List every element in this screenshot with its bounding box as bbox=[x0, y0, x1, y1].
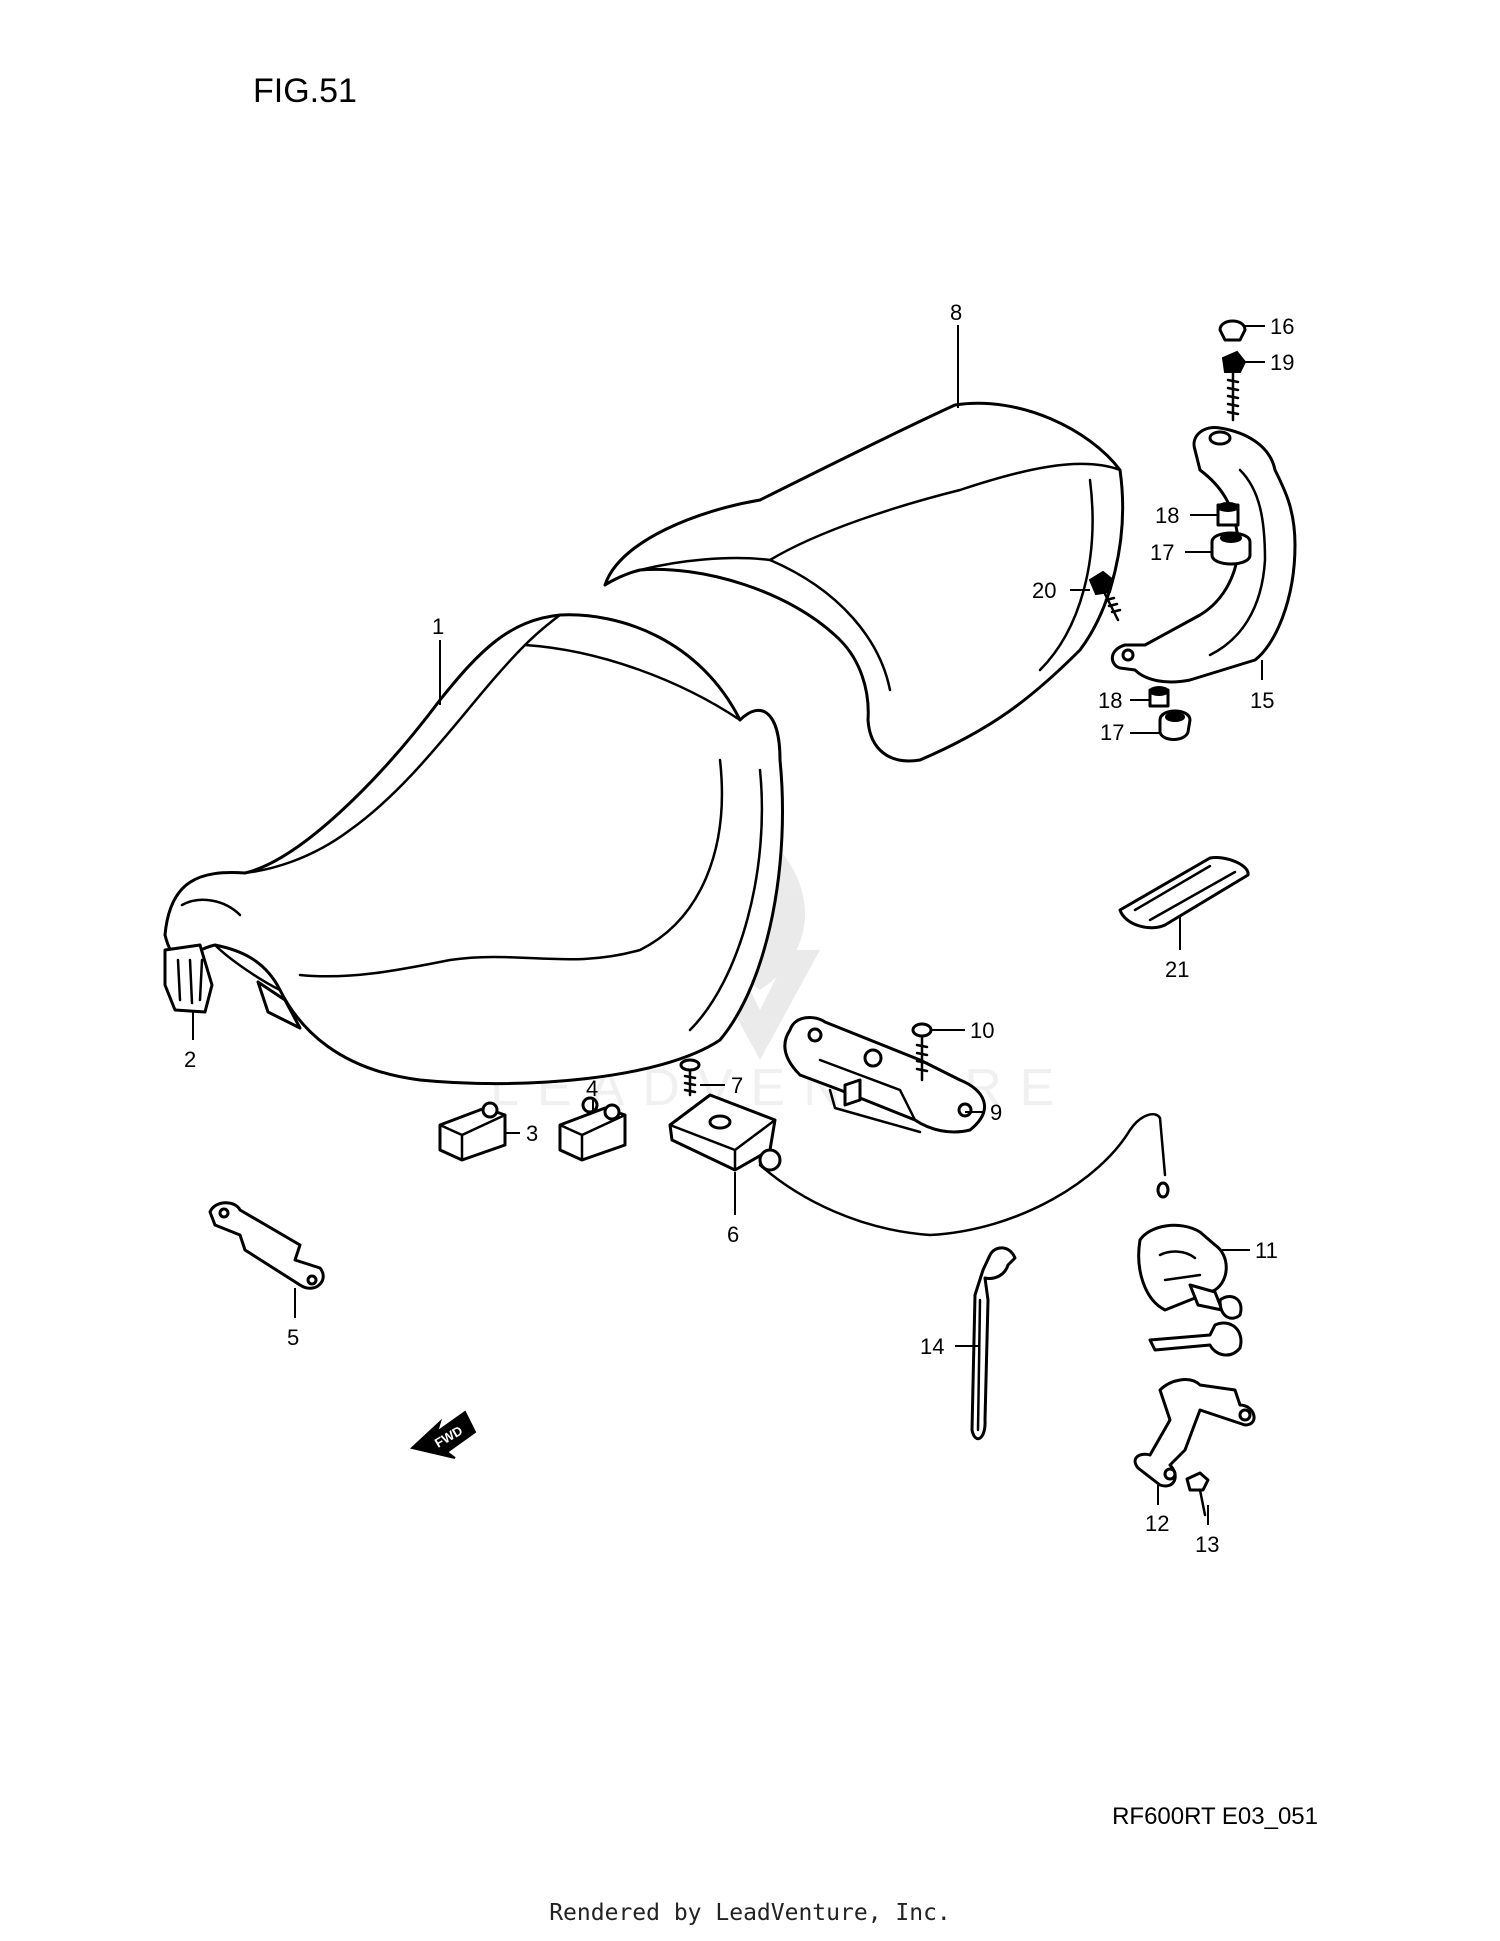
footer-credit: Rendered by LeadVenture, Inc. bbox=[549, 1900, 951, 1926]
forward-arrow-icon: FWD bbox=[409, 1410, 477, 1459]
cushion-part-17-lower bbox=[1158, 709, 1192, 741]
drawing-code: RF600RT E03_051 bbox=[1112, 1803, 1318, 1830]
collar-part-18-upper bbox=[1216, 502, 1240, 527]
cap-part-16 bbox=[1218, 319, 1247, 342]
callout-19: 19 bbox=[1270, 350, 1294, 375]
callout-17-lower: 17 bbox=[1100, 720, 1124, 745]
callout-10: 10 bbox=[970, 1018, 994, 1043]
callout-labels: 1 2 3 4 5 6 7 8 9 10 11 12 13 14 15 16 1… bbox=[184, 300, 1294, 1557]
callout-13: 13 bbox=[1195, 1532, 1219, 1557]
figure-title: FIG.51 bbox=[253, 72, 357, 110]
screw-part-7 bbox=[679, 1058, 701, 1097]
callout-5: 5 bbox=[287, 1325, 299, 1350]
bolt-part-20 bbox=[1088, 570, 1122, 622]
callout-2: 2 bbox=[184, 1047, 196, 1072]
collar-part-18-lower bbox=[1148, 686, 1170, 708]
damper-part-3 bbox=[438, 1101, 507, 1162]
leader-lines bbox=[192, 325, 1265, 1525]
callout-7: 7 bbox=[731, 1073, 743, 1098]
callout-14: 14 bbox=[920, 1334, 944, 1359]
pad-part-21 bbox=[1118, 855, 1250, 930]
callout-9: 9 bbox=[990, 1100, 1002, 1125]
callout-16: 16 bbox=[1270, 314, 1294, 339]
front-seat bbox=[163, 613, 784, 1086]
seat-release-part-6 bbox=[668, 1093, 1170, 1237]
bolt-part-10 bbox=[911, 1022, 933, 1082]
bracket-part-5 bbox=[208, 1201, 325, 1290]
callout-17-upper: 17 bbox=[1150, 540, 1174, 565]
bolt-part-13 bbox=[1185, 1471, 1210, 1517]
callout-8: 8 bbox=[950, 300, 962, 325]
seat-lock-part-9 bbox=[783, 1016, 986, 1134]
callout-18-upper: 18 bbox=[1155, 503, 1179, 528]
callout-6: 6 bbox=[727, 1222, 739, 1247]
rubber-cushion-part-2 bbox=[163, 943, 214, 1014]
callout-3: 3 bbox=[526, 1121, 538, 1146]
callout-15: 15 bbox=[1250, 688, 1274, 713]
damper-part-4 bbox=[558, 1096, 627, 1162]
bolt-part-19 bbox=[1221, 350, 1247, 422]
grab-handle-part-15 bbox=[1110, 425, 1297, 684]
callout-4: 4 bbox=[586, 1076, 598, 1101]
callout-18-lower: 18 bbox=[1098, 688, 1122, 713]
cushion-part-17-upper bbox=[1210, 531, 1252, 566]
bracket-part-12 bbox=[1133, 1378, 1256, 1488]
lock-cylinder-part-11 bbox=[1137, 1223, 1243, 1357]
callout-1: 1 bbox=[432, 614, 444, 639]
callout-20: 20 bbox=[1032, 578, 1056, 603]
callout-11: 11 bbox=[1255, 1238, 1278, 1263]
callout-21: 21 bbox=[1165, 957, 1189, 982]
helmet-wire-part-14 bbox=[970, 1246, 1017, 1441]
callout-12: 12 bbox=[1145, 1511, 1169, 1536]
